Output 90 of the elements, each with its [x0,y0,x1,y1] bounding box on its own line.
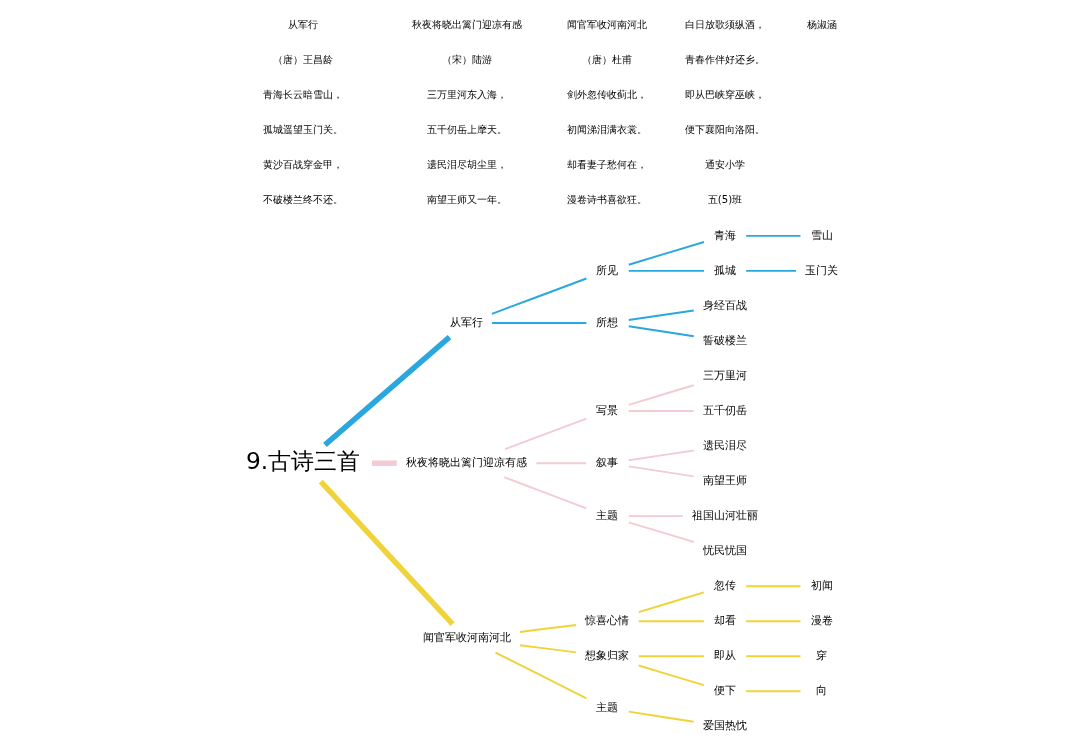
connector [322,335,451,447]
connector [490,322,587,325]
node-text: 9.古诗三首 [245,447,360,476]
node-text: 祖国山河壮丽 [691,509,758,523]
node-text: 所想 [595,315,618,329]
connector [627,449,695,462]
node-text: 却看 [713,614,736,628]
connector [627,241,705,266]
label: 白日放歌须纵酒， [684,19,765,31]
node-text: 所见 [595,263,618,277]
connector [637,655,705,658]
node-text: 秋夜将晓出篱门迎凉有感 [405,456,527,470]
label: 初闻涕泪满衣裳。 [566,124,647,136]
connector [494,651,587,700]
node-text: 闻官军收河南河北 [422,631,511,645]
label: 从军行 [287,19,318,31]
connector [627,515,684,518]
connector [744,620,801,623]
node-text: 漫卷 [810,614,833,628]
label: 青春作伴好还乡。 [684,54,765,66]
node-text: 三万里河 [702,368,747,382]
connector [627,269,705,272]
node-text: 爱国热忱 [702,719,747,733]
label: 青海长云暗雪山， [262,89,343,101]
node-text: 遗民泪尽 [702,438,747,452]
node-text: 即从 [713,649,736,663]
connector [627,710,695,723]
node-text: 雪山 [810,228,833,242]
node-text: 写景 [595,403,618,417]
connector [744,269,797,272]
label: 遗民泪尽胡尘里， [426,159,507,171]
connector [627,384,695,406]
node-text: 青海 [713,228,736,242]
connector [534,462,587,465]
connector [744,234,801,237]
connector [627,410,695,412]
label: 闻官军收河南河北 [566,19,647,31]
label: 黄沙百战穿金甲， [262,159,343,171]
connector [637,620,705,623]
connector [637,591,705,614]
label: （宋）陆游 [441,54,492,66]
label: 剑外忽传收蓟北， [566,89,647,101]
connector [502,476,587,510]
connector [490,277,587,315]
node-text: 忧民忧国 [702,544,747,558]
label: 便下襄阳向洛阳。 [684,124,765,136]
connector [627,325,695,338]
node-text: 主题 [595,701,618,715]
label: 五千仞岳上摩天。 [426,124,507,136]
node-text: 从军行 [449,315,483,329]
label: 漫卷诗书喜欲狂。 [566,194,647,206]
connector [744,690,801,693]
connector [518,644,577,654]
connector [371,460,397,466]
label: 即从巴峡穿巫峡， [684,89,765,101]
label: 南望王师又一年。 [426,194,507,206]
node-text: 向 [815,684,827,698]
node-text: 玉门关 [804,263,838,277]
connector [744,585,801,588]
node-text: 身经百战 [702,298,747,312]
connector [744,655,801,658]
label: 杨淑涵 [806,19,837,31]
label: 五(5)班 [707,194,742,206]
node-text: 南望王师 [702,473,747,487]
label: 孤城遥望玉门关。 [262,124,343,136]
connector [627,309,695,321]
label: （唐）王昌龄 [272,54,333,66]
node-text: 初闻 [810,579,833,593]
label: 通安小学 [704,159,745,171]
node-text: 孤城 [713,263,736,277]
node-text: 想象归家 [584,649,629,663]
node-text: 便下 [713,684,736,698]
connector [627,465,695,478]
node-text: 誓破楼兰 [702,333,747,347]
node-text: 穿 [815,649,827,663]
node-text: 忽传 [713,579,736,593]
connector [503,417,587,451]
node-text: 叙事 [595,456,618,470]
label: 却看妻子愁何在， [566,159,647,171]
node-text: 五千仞岳 [702,403,747,417]
label: 秋夜将晓出篱门迎凉有感 [411,19,522,31]
node-text: 惊喜心情 [584,614,629,628]
label: 三万里河东入海， [426,89,507,101]
connector [627,521,695,543]
connector [518,624,577,633]
connector [318,479,455,627]
node-text: 主题 [595,509,618,523]
label: 不破楼兰终不还。 [262,194,343,206]
label: （唐）杜甫 [581,54,632,66]
connector [637,664,705,687]
